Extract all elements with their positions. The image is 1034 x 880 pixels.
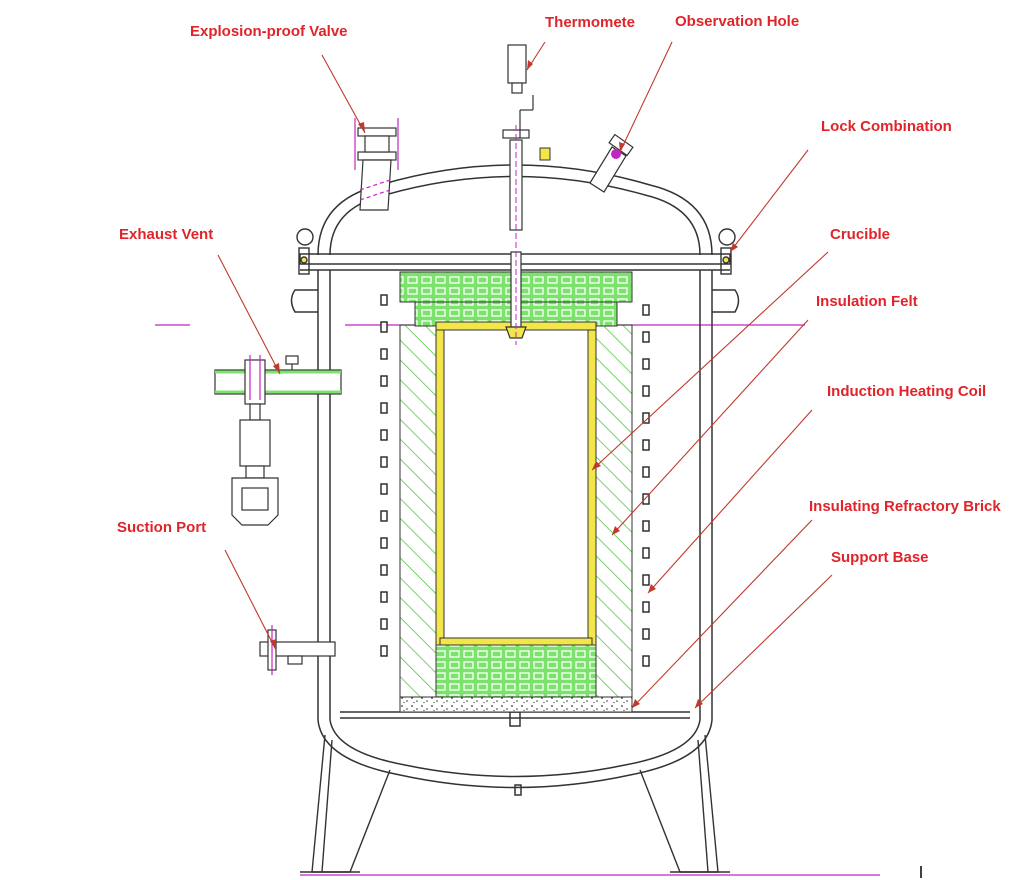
- label-explosion-proof-valve: Explosion-proof Valve: [190, 23, 348, 40]
- leader-lines: [217, 41, 833, 709]
- lock-combination-left: [296, 228, 314, 275]
- label-insulation-felt: Insulation Felt: [816, 293, 918, 310]
- label-induction-heating-coil: Induction Heating Coil: [827, 383, 987, 400]
- induction-coil-left: [380, 294, 388, 657]
- induction-coil-right: [642, 304, 650, 667]
- bottom-brick-block: [435, 644, 597, 698]
- crucible: [435, 321, 597, 646]
- support-legs: [300, 734, 730, 873]
- observation-hole: [589, 133, 634, 193]
- label-insulating-refractory-brick: Insulating Refractory Brick: [809, 498, 1001, 515]
- label-lock-combination: Lock Combination: [821, 118, 952, 135]
- exhaust-vent: [214, 355, 342, 526]
- valve-magenta-detail: [354, 118, 399, 201]
- insulation-felt-left: [399, 324, 437, 698]
- leader-arrowheads: [270, 60, 738, 708]
- label-exhaust-vent: Exhaust Vent: [119, 226, 214, 243]
- label-observation-hole: Observation Hole: [675, 13, 800, 30]
- explosion-proof-valve: [357, 127, 397, 211]
- insulating-refractory-brick: [399, 696, 633, 713]
- insulation-felt-right: [595, 324, 633, 698]
- lock-combination-right: [718, 228, 736, 275]
- label-support-base: Support Base: [831, 549, 929, 566]
- label-suction-port: Suction Port: [117, 519, 207, 536]
- suction-port: [259, 629, 336, 671]
- label-thermometer: Thermomete: [545, 14, 636, 31]
- label-crucible: Crucible: [830, 226, 891, 243]
